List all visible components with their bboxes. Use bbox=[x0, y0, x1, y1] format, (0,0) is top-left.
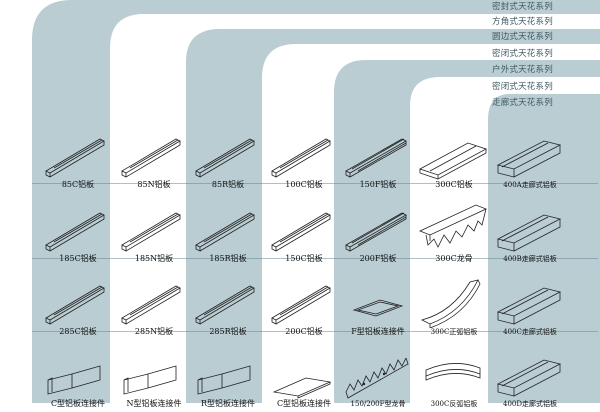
catalog-stage: 密封式天花系列 方角式天花系列 圆边式天花系列 密闭式天花系列 户外式天花系列 … bbox=[32, 0, 600, 408]
corridor-panel-icon bbox=[496, 140, 562, 178]
channel-profile-icon bbox=[271, 285, 331, 325]
channel-profile-icon bbox=[195, 212, 255, 252]
product-item[interactable]: 300C龙骨 bbox=[416, 195, 490, 267]
channel-profile-icon bbox=[45, 138, 105, 178]
product-item[interactable]: 400C走廊式铝板 bbox=[492, 268, 566, 340]
keel-icon bbox=[418, 204, 488, 248]
product-item[interactable]: 85R铝板 bbox=[190, 121, 264, 193]
product-label: 85R铝板 bbox=[211, 180, 245, 189]
product-label: 400A走廊式铝板 bbox=[503, 181, 557, 189]
product-item[interactable]: 85N铝板 bbox=[116, 121, 190, 193]
product-item[interactable]: N型铝板连接件 bbox=[116, 340, 190, 412]
product-item[interactable]: 185C铝板 bbox=[40, 195, 114, 267]
arch-band-4 bbox=[488, 94, 600, 403]
product-item[interactable]: 185N铝板 bbox=[116, 195, 190, 267]
product-label: R型铝板连接件 bbox=[200, 399, 256, 408]
product-label: 285C铝板 bbox=[59, 327, 97, 336]
product-item[interactable]: C型铝板连接件 bbox=[40, 340, 114, 412]
plate-connector-icon bbox=[272, 377, 332, 399]
row-divider bbox=[32, 331, 598, 332]
row-divider bbox=[32, 183, 598, 184]
product-label: 185C铝板 bbox=[59, 254, 97, 263]
product-item[interactable]: 300C反弧铝板 bbox=[416, 340, 490, 412]
corridor-panel-icon bbox=[496, 214, 562, 252]
product-item[interactable]: 150/200F型龙骨 bbox=[340, 340, 414, 412]
product-item[interactable]: 285N铝板 bbox=[116, 268, 190, 340]
channel-profile-icon bbox=[271, 212, 331, 252]
series-label-closed-2: 密闭式天花系列 bbox=[492, 82, 553, 92]
reverse-arc-panel-icon bbox=[425, 363, 481, 381]
product-item[interactable]: R型铝板连接件 bbox=[190, 340, 264, 412]
product-item[interactable]: C型铝板连接件 bbox=[266, 340, 340, 412]
product-label: 100C铝板 bbox=[285, 180, 323, 189]
frame-connector-icon bbox=[352, 299, 404, 317]
product-label: F型铝板连接件 bbox=[351, 327, 405, 336]
product-label: 185R铝板 bbox=[209, 254, 247, 263]
product-label: 285N铝板 bbox=[134, 327, 174, 336]
product-label: C型铝板连接件 bbox=[50, 399, 106, 408]
channel-profile-icon bbox=[121, 285, 181, 325]
channel-profile-icon bbox=[271, 138, 331, 178]
wide-panel-icon bbox=[418, 142, 488, 180]
ribbed-profile-icon bbox=[345, 138, 407, 178]
product-label: 150F铝板 bbox=[359, 180, 397, 189]
product-label: 300C反弧铝板 bbox=[430, 400, 478, 408]
series-label-outdoor: 户外式天花系列 bbox=[492, 65, 553, 75]
product-label: 300C铝板 bbox=[435, 180, 473, 189]
product-item[interactable]: 200F铝板 bbox=[340, 195, 414, 267]
product-item[interactable]: 185R铝板 bbox=[190, 195, 264, 267]
product-item[interactable]: 150F铝板 bbox=[340, 121, 414, 193]
product-label: 400D走廊式铝板 bbox=[503, 400, 557, 408]
product-item[interactable]: 200C铝板 bbox=[266, 268, 340, 340]
product-item[interactable]: 150C铝板 bbox=[266, 195, 340, 267]
channel-profile-icon bbox=[195, 138, 255, 178]
product-item[interactable]: 285R铝板 bbox=[190, 268, 264, 340]
row-divider bbox=[32, 258, 598, 259]
product-item[interactable]: 400B走廊式铝板 bbox=[492, 195, 566, 267]
ribbed-profile-icon bbox=[345, 212, 407, 252]
product-item[interactable]: 85C铝板 bbox=[40, 121, 114, 193]
serrated-keel-icon bbox=[345, 357, 409, 399]
product-label: 150/200F型龙骨 bbox=[350, 400, 406, 408]
product-label: C型铝板连接件 bbox=[276, 399, 332, 408]
series-label-closed: 密闭式天花系列 bbox=[492, 49, 553, 59]
product-label: 285R铝板 bbox=[209, 327, 247, 336]
corridor-panel-icon bbox=[496, 287, 562, 325]
product-label: 150C铝板 bbox=[285, 254, 323, 263]
product-label: 85C铝板 bbox=[61, 180, 95, 189]
channel-profile-icon bbox=[195, 285, 255, 325]
connector-icon bbox=[123, 365, 177, 395]
arc-panel-icon bbox=[420, 279, 481, 328]
channel-profile-icon bbox=[45, 285, 105, 325]
product-label: 300C龙骨 bbox=[435, 254, 473, 263]
product-label: 300C正弧铝板 bbox=[430, 328, 478, 336]
product-item[interactable]: 300C正弧铝板 bbox=[416, 268, 490, 340]
product-label: 200C铝板 bbox=[285, 327, 323, 336]
channel-profile-icon bbox=[121, 212, 181, 252]
series-label-sealed: 密封式天花系列 bbox=[492, 2, 553, 12]
corridor-panel-icon bbox=[496, 359, 562, 397]
product-item[interactable]: 285C铝板 bbox=[40, 268, 114, 340]
product-label: N型铝板连接件 bbox=[126, 399, 182, 408]
channel-profile-icon bbox=[121, 138, 181, 178]
connector-icon bbox=[47, 365, 101, 395]
series-label-corridor: 走廊式天花系列 bbox=[492, 98, 553, 108]
product-item[interactable]: 400A走廊式铝板 bbox=[492, 121, 566, 193]
product-label: 400B走廊式铝板 bbox=[503, 255, 557, 263]
product-item[interactable]: 300C铝板 bbox=[416, 121, 490, 193]
channel-profile-icon bbox=[45, 212, 105, 252]
series-label-square: 方角式天花系列 bbox=[492, 17, 553, 27]
product-item[interactable]: 400D走廊式铝板 bbox=[492, 340, 566, 412]
product-label: 400C走廊式铝板 bbox=[503, 328, 557, 336]
series-label-round-edge: 圆边式天花系列 bbox=[492, 32, 553, 42]
product-label: 200F铝板 bbox=[359, 254, 397, 263]
product-label: 185N铝板 bbox=[134, 254, 174, 263]
connector-icon bbox=[197, 365, 251, 395]
product-label: 85N铝板 bbox=[137, 180, 171, 189]
product-item[interactable]: F型铝板连接件 bbox=[340, 268, 414, 340]
product-item[interactable]: 100C铝板 bbox=[266, 121, 340, 193]
